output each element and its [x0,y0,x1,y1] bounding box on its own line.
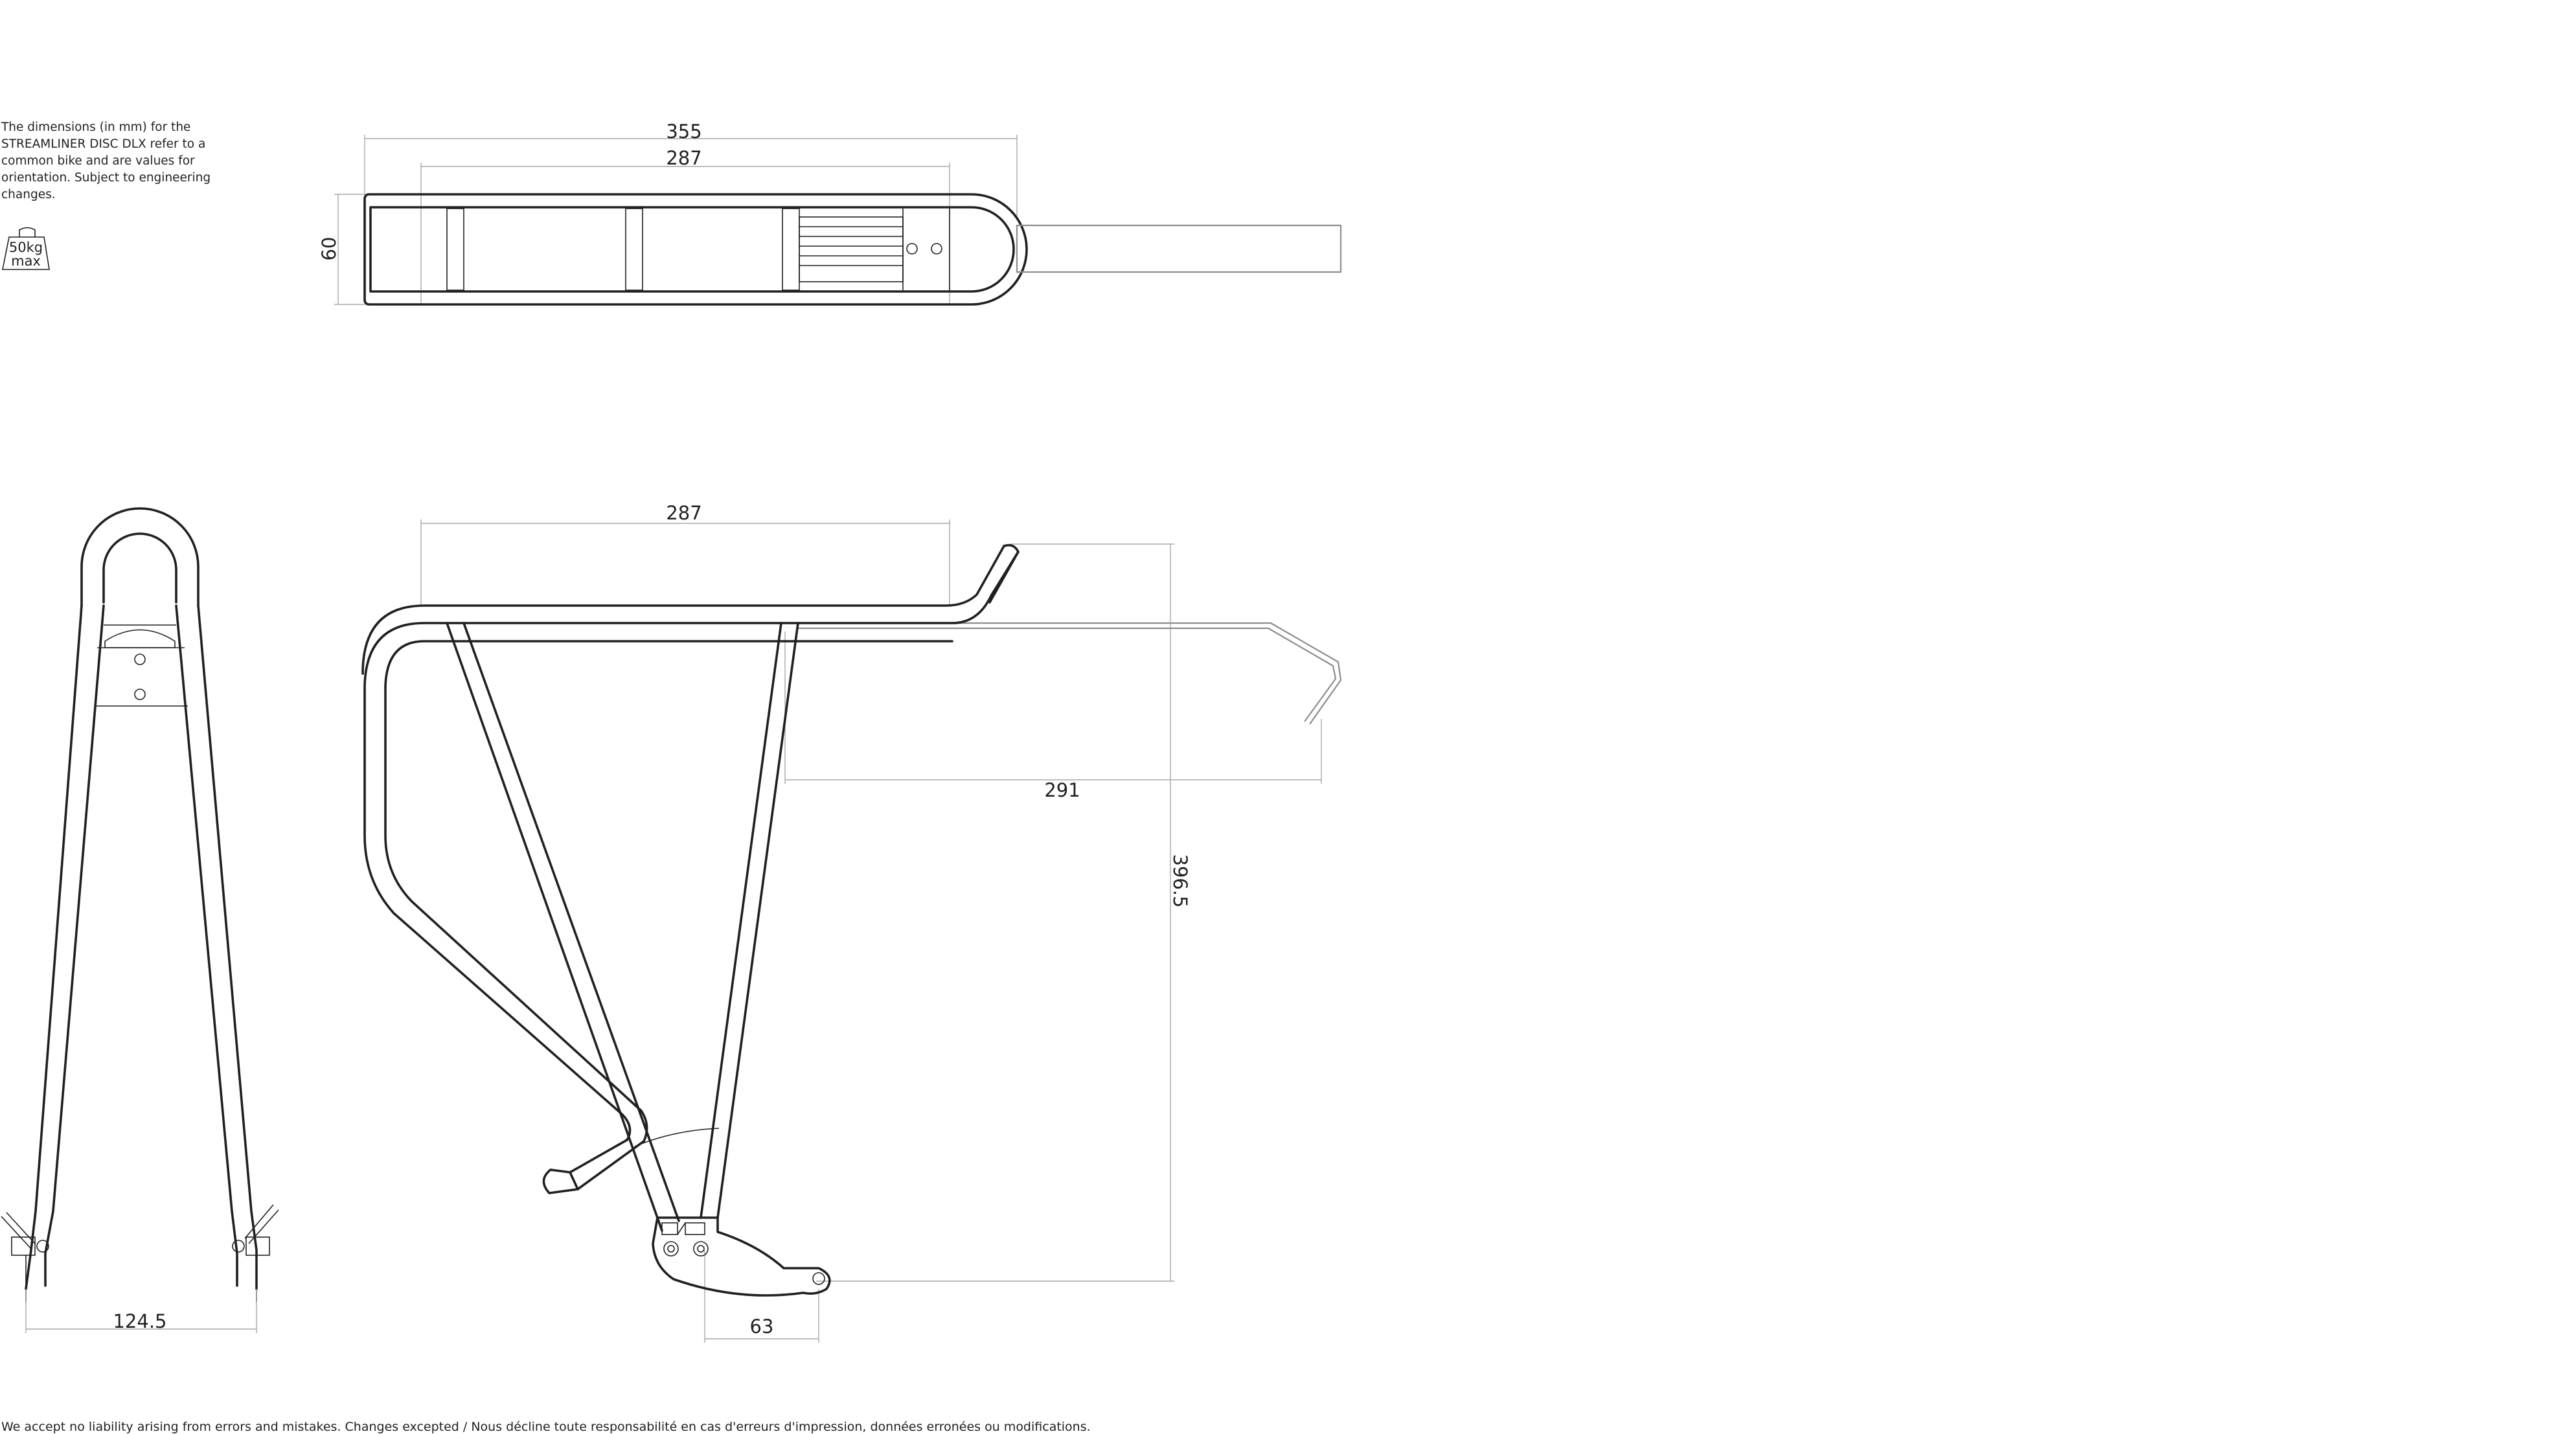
dim-side-height: 396.5 [1169,854,1191,907]
dim-top-platform: 287 [666,147,701,169]
dimensions-note: The dimensions (in mm) for the STREAMLIN… [1,120,211,201]
dim-side-reach: 291 [1044,779,1080,801]
side-view: 287 396.5 291 63 [361,502,1342,1343]
dim-mount-offset: 63 [750,1315,774,1337]
load-capacity-icon: 50kg max [2,227,50,270]
liability-disclaimer: We accept no liability arising from erro… [1,1420,1091,1434]
dim-top-width: 60 [318,237,340,261]
dim-top-length: 355 [666,120,701,142]
dim-front-width: 124.5 [113,1310,166,1332]
load-badge-line1: 50kg [9,240,43,255]
top-view: 355 287 60 [318,120,1342,306]
front-view: 124.5 [1,507,279,1333]
load-badge-line2: max [11,253,41,269]
dim-side-platform: 287 [666,502,701,524]
